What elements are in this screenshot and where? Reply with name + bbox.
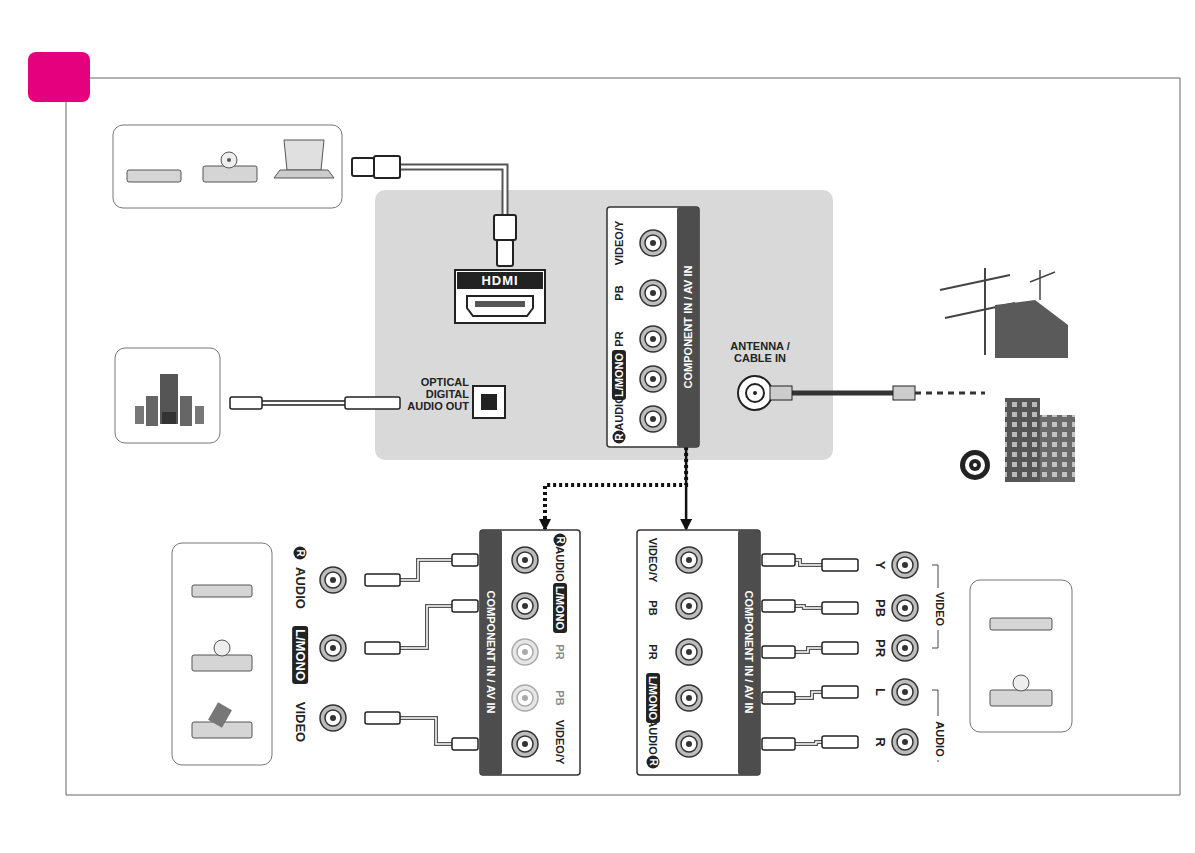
av-cables bbox=[365, 554, 478, 750]
section-marker bbox=[28, 52, 90, 102]
jack-label: R bbox=[873, 737, 887, 746]
port-label: COMPONENT IN / AV IN bbox=[485, 591, 497, 714]
component-av-input: COMPONENT IN / AV IN VIDEO/Y PB PR L/MONO RAU… bbox=[607, 207, 699, 447]
tv-panel bbox=[375, 190, 833, 460]
antenna-input bbox=[738, 268, 1075, 482]
port-label: COMPONENT IN / AV IN bbox=[682, 266, 694, 389]
port-label: PB bbox=[613, 285, 625, 300]
hdmi-port: HDMI bbox=[455, 270, 545, 323]
port-label: R bbox=[554, 534, 567, 547]
hdmi-cable bbox=[352, 156, 516, 266]
connector bbox=[545, 447, 686, 529]
port-label: PR bbox=[613, 331, 625, 346]
audio-system bbox=[115, 348, 220, 443]
jack-label: R bbox=[294, 547, 307, 560]
port-label: ANTENNA / CABLE IN bbox=[719, 340, 801, 364]
av-devices bbox=[172, 543, 272, 765]
port-label: AUDIO bbox=[613, 395, 625, 430]
jack-label: PR bbox=[873, 639, 887, 657]
jack-label: L bbox=[873, 688, 887, 696]
port-label: AUDIO bbox=[554, 546, 566, 581]
port-label: R bbox=[647, 756, 660, 769]
port-label: L/MONO bbox=[612, 350, 626, 400]
tv-back-panel: OPTICAL DIGITAL AUDIO OUT ANTENNA / CABLE… bbox=[375, 190, 833, 460]
frame bbox=[66, 78, 1180, 795]
av-input-panel: RAUDIO L/MONO PR PB VIDEO/Y COMPONENT IN / AV… bbox=[480, 530, 580, 775]
jack-label: VIDEO bbox=[293, 702, 307, 742]
jack-label: AUDIO bbox=[934, 721, 946, 756]
component-devices bbox=[970, 580, 1072, 732]
port-label: VIDEO/Y bbox=[554, 720, 566, 765]
connector bbox=[685, 447, 688, 529]
port-label: PB bbox=[647, 600, 659, 615]
port-label: PR bbox=[554, 644, 566, 659]
component-input-panel: VIDEO/Y PB PR L/MONO R AUDIO COMPONENT IN / AV… bbox=[637, 530, 760, 775]
port-label: R bbox=[613, 431, 626, 444]
jack-label: PB bbox=[873, 599, 887, 617]
port-label: VIDEO/Y bbox=[613, 221, 625, 266]
component-jacks bbox=[892, 552, 918, 755]
jack-label: L/MONO bbox=[292, 626, 308, 684]
port-label: OPTICAL DIGITAL AUDIO OUT bbox=[403, 376, 469, 412]
port-label: L/MONO bbox=[646, 673, 660, 723]
jack-label: Y bbox=[873, 561, 887, 570]
port-label: PB bbox=[554, 690, 566, 705]
port-label: AUDIO bbox=[647, 719, 659, 754]
port-label: COMPONENT IN / AV IN bbox=[743, 591, 755, 714]
port-label: PR bbox=[647, 644, 659, 659]
port-label: VIDEO/Y bbox=[647, 538, 659, 583]
jack-label: VIDEO bbox=[934, 592, 946, 626]
av-jacks bbox=[320, 567, 346, 731]
hdmi-devices bbox=[113, 125, 342, 208]
port-label: HDMI bbox=[481, 274, 518, 288]
port-label: L/MONO bbox=[553, 583, 567, 633]
component-cables bbox=[762, 554, 858, 750]
jack-label: AUDIO bbox=[293, 567, 307, 609]
